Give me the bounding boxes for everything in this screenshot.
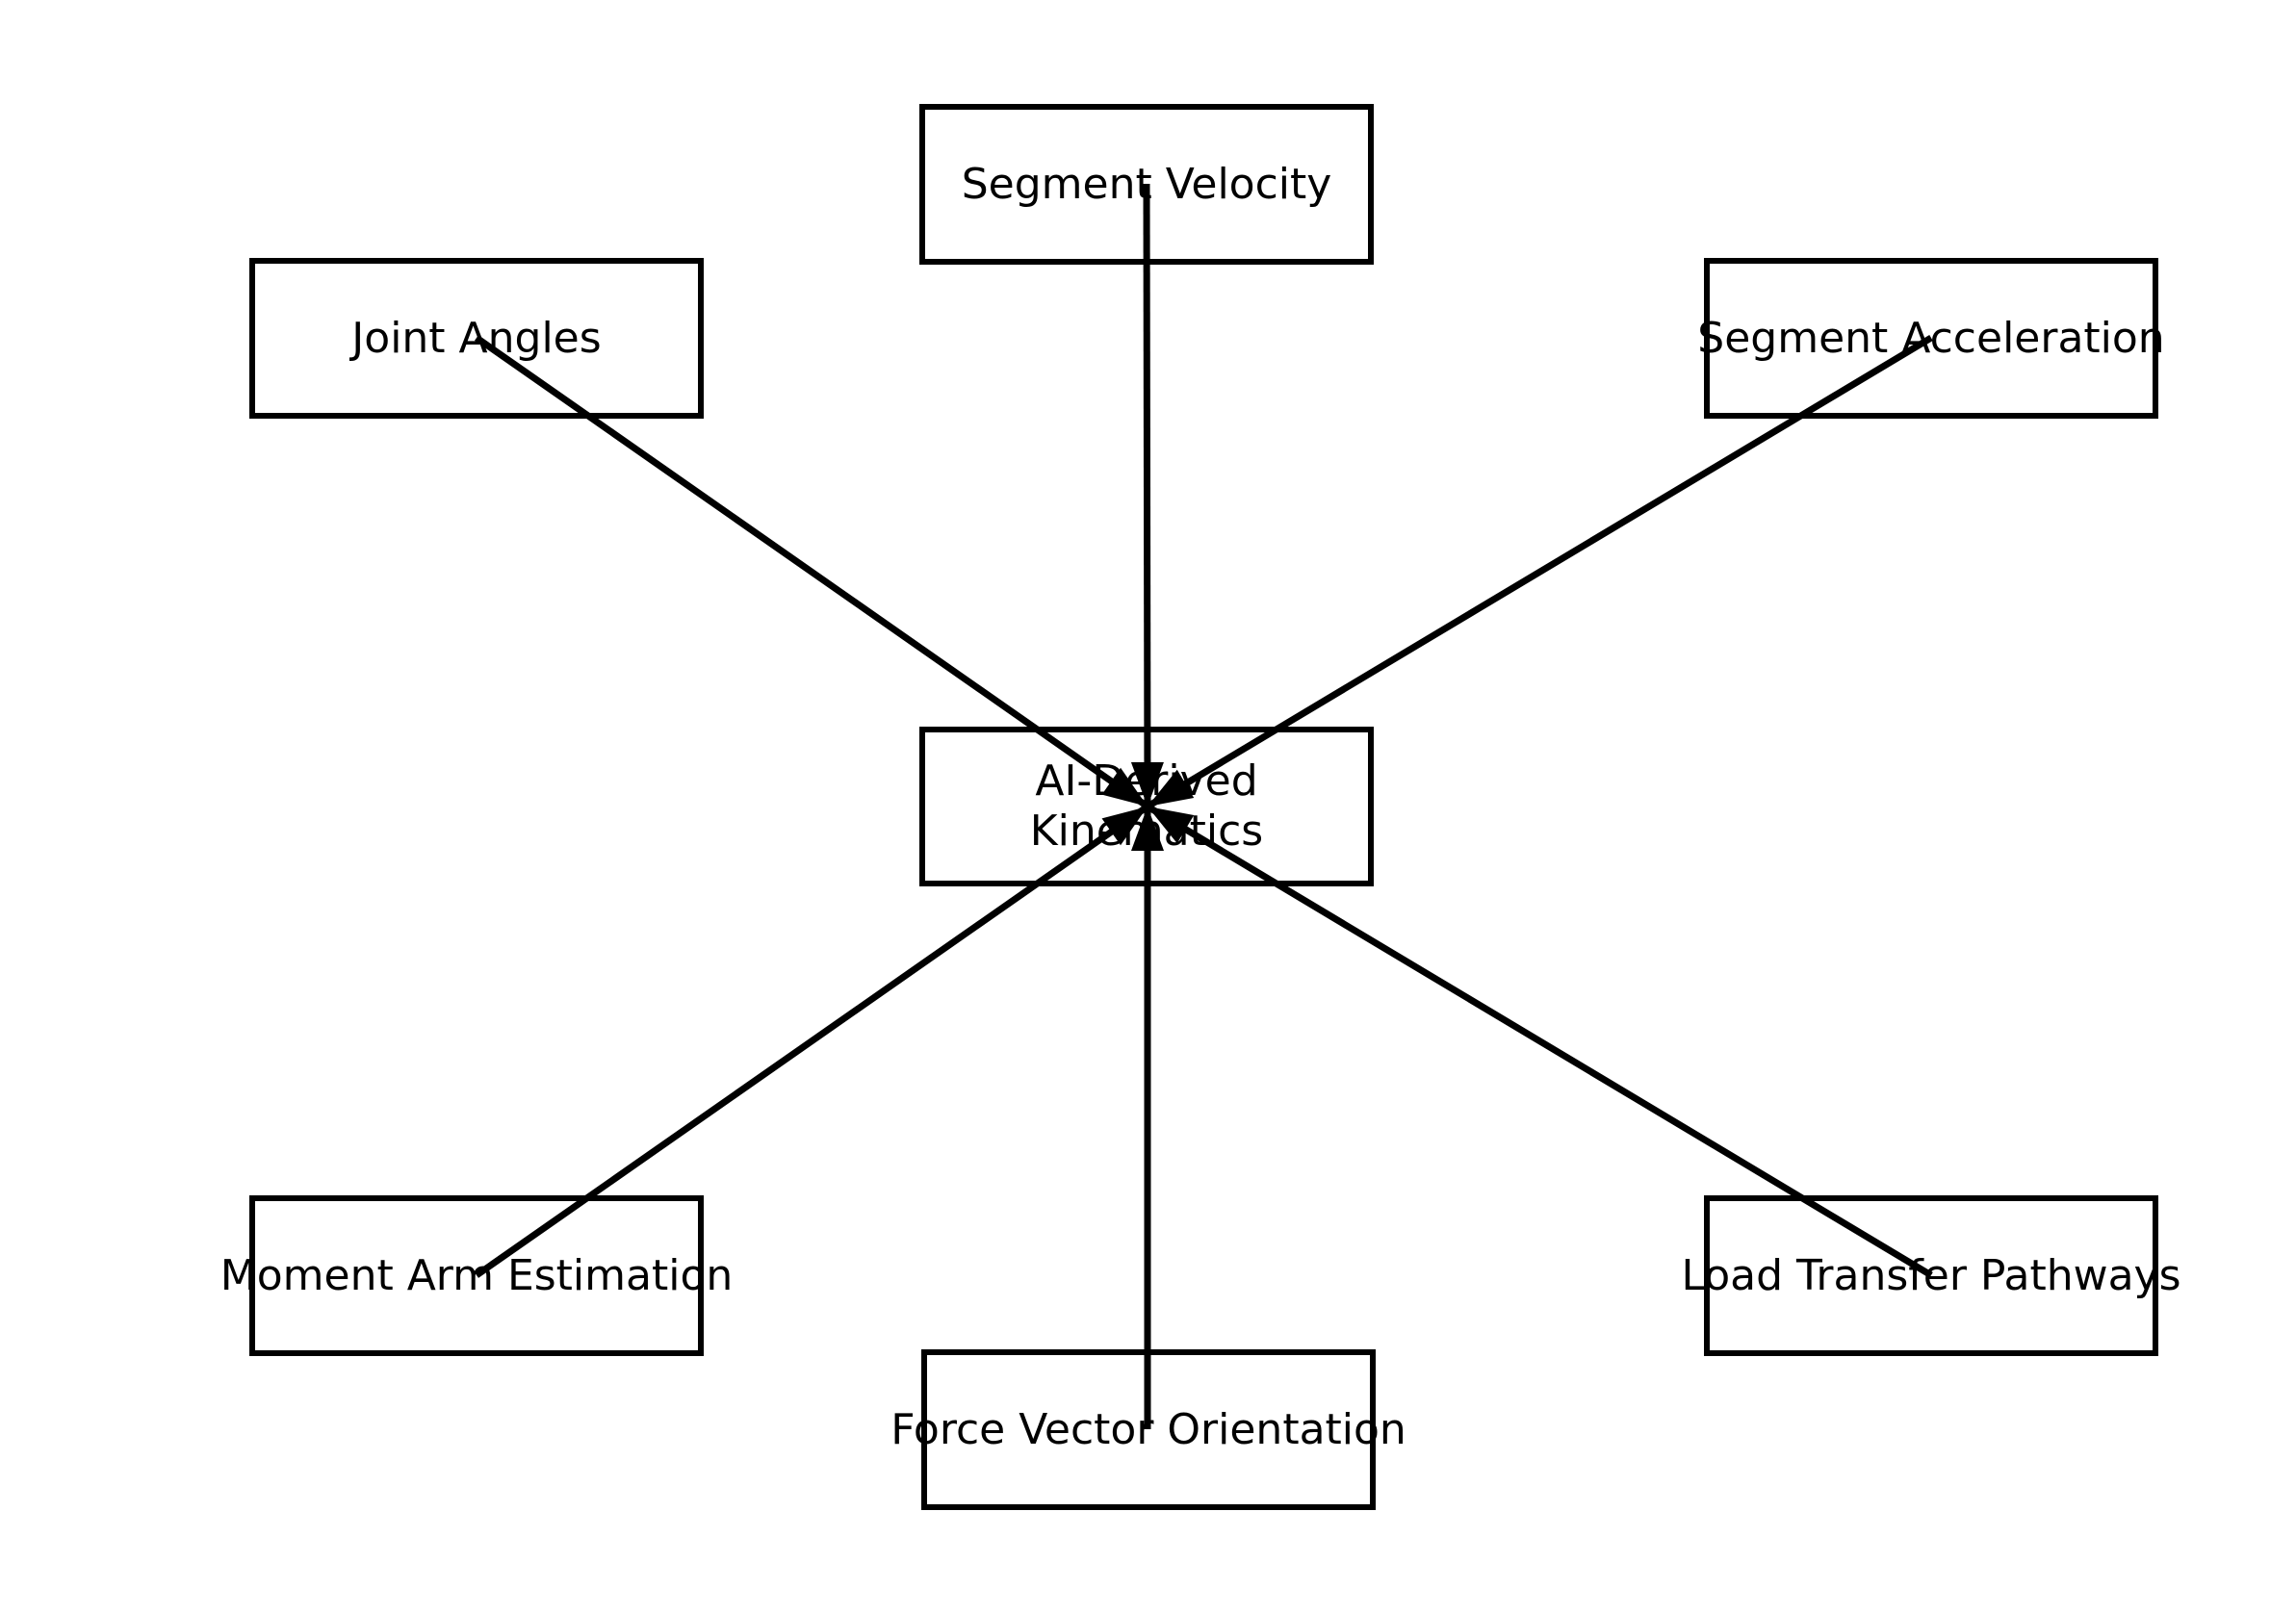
node-label-segment-acceleration: Segment Acceleration [1697,313,2165,363]
edge-segment-velocity [1143,183,1151,807]
node-label-moment-arm-estimation: Moment Arm Estimation [219,1250,734,1300]
node-segment-acceleration[interactable]: Segment Acceleration [1697,258,2165,419]
node-joint-angles[interactable]: Joint Angles [249,258,704,419]
node-label-joint-angles: Joint Angles [351,313,602,363]
node-force-vector-orientation[interactable]: Force Vector Orientation [890,1349,1406,1510]
node-label-load-transfer-pathways: Load Transfer Pathways [1681,1250,2181,1300]
node-segment-velocity[interactable]: Segment Velocity [919,104,1374,265]
node-load-transfer-pathways[interactable]: Load Transfer Pathways [1681,1195,2181,1356]
node-label-segment-velocity: Segment Velocity [961,159,1332,209]
node-label-force-vector-orientation: Force Vector Orientation [890,1404,1406,1454]
node-moment-arm-estimation[interactable]: Moment Arm Estimation [220,1195,733,1356]
node-ai-derived-kinematics[interactable]: AI-Derived Kinematics [919,727,1374,886]
node-label-ai-derived-kinematics: AI-Derived Kinematics [1029,756,1264,856]
